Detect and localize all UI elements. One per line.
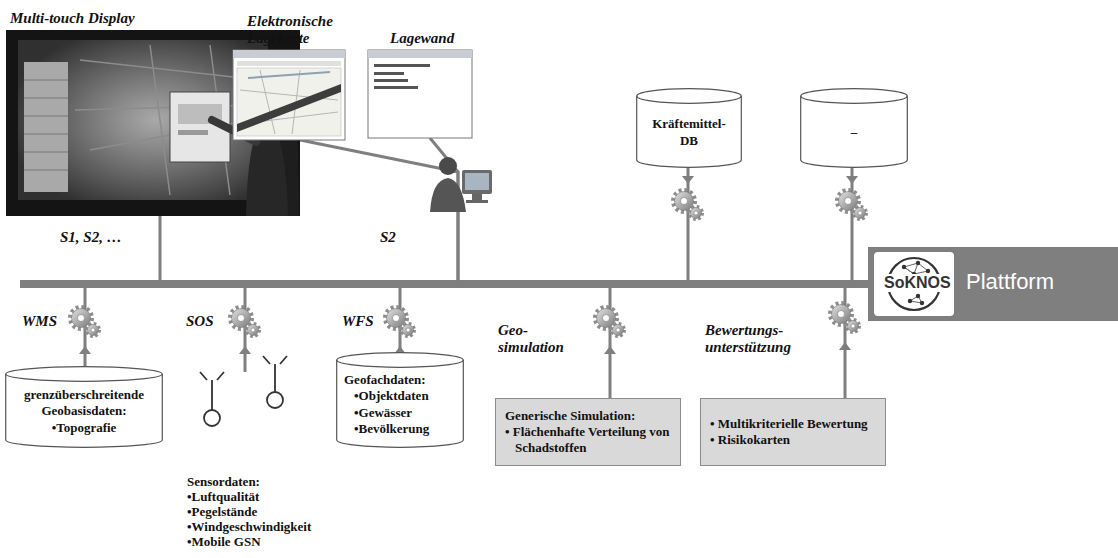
operator-icon	[430, 157, 492, 212]
map-screenshot	[233, 50, 345, 140]
sensor-antennas-part	[200, 372, 224, 410]
sensor-antennas-part	[267, 392, 283, 408]
map-screenshot-part	[233, 50, 345, 140]
service-label: Geo- simulation	[498, 322, 580, 357]
sensor-text: •Luftqualität	[187, 489, 259, 504]
database-cylinder: Kräftemittel-DB	[636, 88, 742, 168]
service-gears	[70, 190, 867, 337]
sensor-antennas-part	[263, 356, 287, 392]
process-box: Generische Simulation:• Flächenhafte Ver…	[495, 398, 681, 466]
service-label: WFS	[342, 313, 374, 330]
box-heading: Generische Simulation:	[505, 408, 635, 424]
service-gears-part	[70, 307, 100, 337]
process-box: • Multikriterielle Bewertung• Risikokart…	[700, 398, 886, 466]
connector	[85, 284, 868, 366]
touch-display: Multi-touch Display	[6, 30, 300, 216]
box-heading: • Multikriterielle Bewertung	[710, 416, 868, 432]
heading-label: Multi-touch Display	[10, 10, 135, 27]
connector	[845, 284, 868, 398]
box-item: • Flächenhafte Verteilung von Schadstoff…	[505, 424, 671, 457]
touch-display-photo-part	[24, 62, 68, 192]
box-item: • Risikokarten	[710, 432, 792, 448]
map-screenshot-part	[248, 72, 330, 78]
database-cylinder: Geofachdaten:•Objektdaten•Gewässer•Bevöl…	[336, 352, 464, 448]
operator-icon-part	[462, 170, 492, 194]
connector	[688, 168, 868, 284]
service-gears-part	[385, 307, 415, 337]
database-cylinder: grenzüberschreitende Geobasisdaten:•Topo…	[5, 366, 163, 448]
heading-label: Lagewand	[390, 30, 454, 47]
sensor-antennas	[200, 356, 287, 426]
box-heading: –	[851, 124, 858, 140]
situation-board-screenshot-part	[374, 72, 404, 75]
sensor-text: •Windgeschwindigkeit	[187, 519, 311, 534]
box-heading: Kräftemittel-DB	[644, 116, 734, 149]
operator-icon-part	[466, 200, 488, 203]
box-heading: grenzüberschreitende Geobasisdaten:	[13, 387, 155, 420]
connector	[300, 140, 868, 284]
board-window: Lagewand	[368, 50, 472, 138]
situation-board-screenshot-part	[368, 50, 472, 58]
box-item: •Topografie	[52, 420, 117, 436]
service-gears-part	[230, 307, 260, 337]
operator-icon-part	[465, 173, 489, 190]
map-screenshot-part	[237, 84, 341, 132]
situation-board-screenshot-part	[374, 86, 418, 89]
touch-display-photo-part	[24, 80, 68, 170]
service-arrowheads-part	[604, 346, 616, 354]
service-arrowheads-part	[846, 176, 858, 184]
box-item: •Gewässer	[344, 405, 412, 421]
platform-box: SoKNOS Plattform	[868, 247, 1118, 321]
service-label: WMS	[22, 313, 57, 330]
touch-display-photo-part	[18, 40, 268, 200]
map-screenshot-part	[237, 61, 341, 66]
connector	[852, 168, 868, 284]
connector	[160, 216, 868, 284]
platform-label: Plattform	[966, 269, 1054, 295]
sensor-antennas-part	[204, 410, 220, 426]
touch-display-photo-part	[18, 40, 268, 200]
sensor-text: Sensordaten:	[187, 474, 260, 489]
service-gears-part	[837, 190, 867, 220]
situation-board-screenshot-part	[374, 64, 430, 67]
service-label: SOS	[186, 313, 214, 330]
sensor-text: •Pegelstände	[187, 504, 257, 519]
box-item: •Bevölkerung	[344, 421, 429, 437]
service-gears-part	[830, 303, 860, 333]
service-arrowheads-part	[682, 176, 694, 184]
database-cylinder: –	[800, 88, 908, 168]
map-screenshot-part	[237, 68, 341, 136]
service-label: Bewertungs- unterstützung	[705, 322, 813, 357]
operator-icon-part	[439, 157, 457, 175]
situation-board-screenshot-part	[368, 50, 472, 138]
map-screenshot-part	[233, 50, 345, 58]
service-label: S2	[380, 229, 396, 246]
connector	[400, 284, 868, 352]
box-item: •Objektdaten	[344, 388, 429, 404]
service-arrowheads-part	[839, 342, 851, 350]
service-label: S1, S2, …	[60, 229, 122, 246]
service-arrowheads-part	[79, 346, 91, 354]
connector	[610, 284, 868, 398]
logo-text: SoKNOS	[882, 274, 953, 292]
box-heading: Geofachdaten:	[344, 372, 426, 388]
touch-display-photo-part	[178, 130, 208, 135]
situation-board-screenshot	[368, 50, 472, 138]
operator-icon-part	[430, 178, 466, 212]
situation-board-screenshot-part	[374, 79, 408, 82]
sensor-text: •Mobile GSN	[187, 534, 261, 549]
service-arrowheads-part	[239, 346, 251, 354]
operator-icon-part	[472, 194, 482, 200]
service-gears-part	[595, 307, 625, 337]
service-gears-part	[673, 190, 703, 220]
map-window: Elektronische Lagekarte	[233, 50, 345, 140]
heading-label: Elektronische Lagekarte	[247, 13, 359, 48]
